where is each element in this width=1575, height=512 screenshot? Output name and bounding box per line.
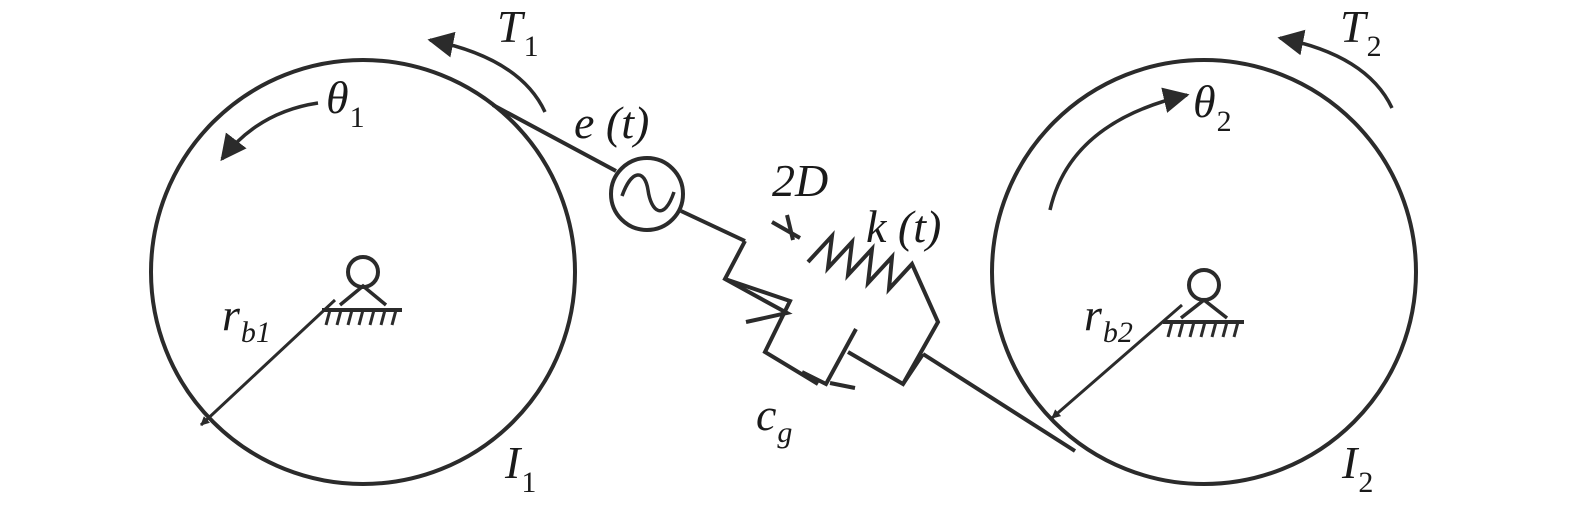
label-theta-1: θ1: [326, 72, 365, 134]
line-of-action-mid: [680, 209, 746, 243]
sine-wave-icon: [620, 173, 676, 213]
gear-1-base-circle: [149, 58, 577, 486]
damper-2d: [722, 214, 801, 324]
torque-1-arrow: [427, 31, 547, 113]
label-damping-cg: cg: [756, 389, 792, 449]
gear-2-pivot: [1163, 268, 1244, 338]
label-inertia-2: I2: [1341, 437, 1373, 499]
label-theta-2: θ2: [1193, 76, 1232, 138]
label-backlash-2d: 2D: [772, 155, 828, 206]
label-torque-1: T1: [497, 1, 539, 63]
line-of-action-left: [492, 103, 617, 173]
damper-cg: [724, 277, 925, 390]
gear-1-pivot: [322, 255, 402, 326]
label-error-excitation: e (t): [574, 97, 649, 148]
spring-kt: [806, 230, 941, 387]
base-radius-2-arrow: [1051, 303, 1183, 420]
label-base-radius-2: rb2: [1084, 289, 1133, 349]
label-torque-2: T2: [1340, 1, 1382, 63]
torque-2-arrow: [1277, 29, 1394, 109]
gear-2-base-circle: [990, 58, 1418, 486]
label-stiffness-kt: k (t): [866, 201, 941, 252]
theta-1-rotation-arrow: [220, 101, 319, 162]
base-radius-1-arrow: [199, 298, 337, 427]
error-excitation-source: [609, 156, 685, 232]
theta-2-rotation-arrow: [1048, 87, 1190, 211]
label-base-radius-1: rb1: [222, 289, 271, 349]
line-of-action-right: [921, 352, 1077, 453]
label-inertia-1: I1: [504, 437, 536, 499]
